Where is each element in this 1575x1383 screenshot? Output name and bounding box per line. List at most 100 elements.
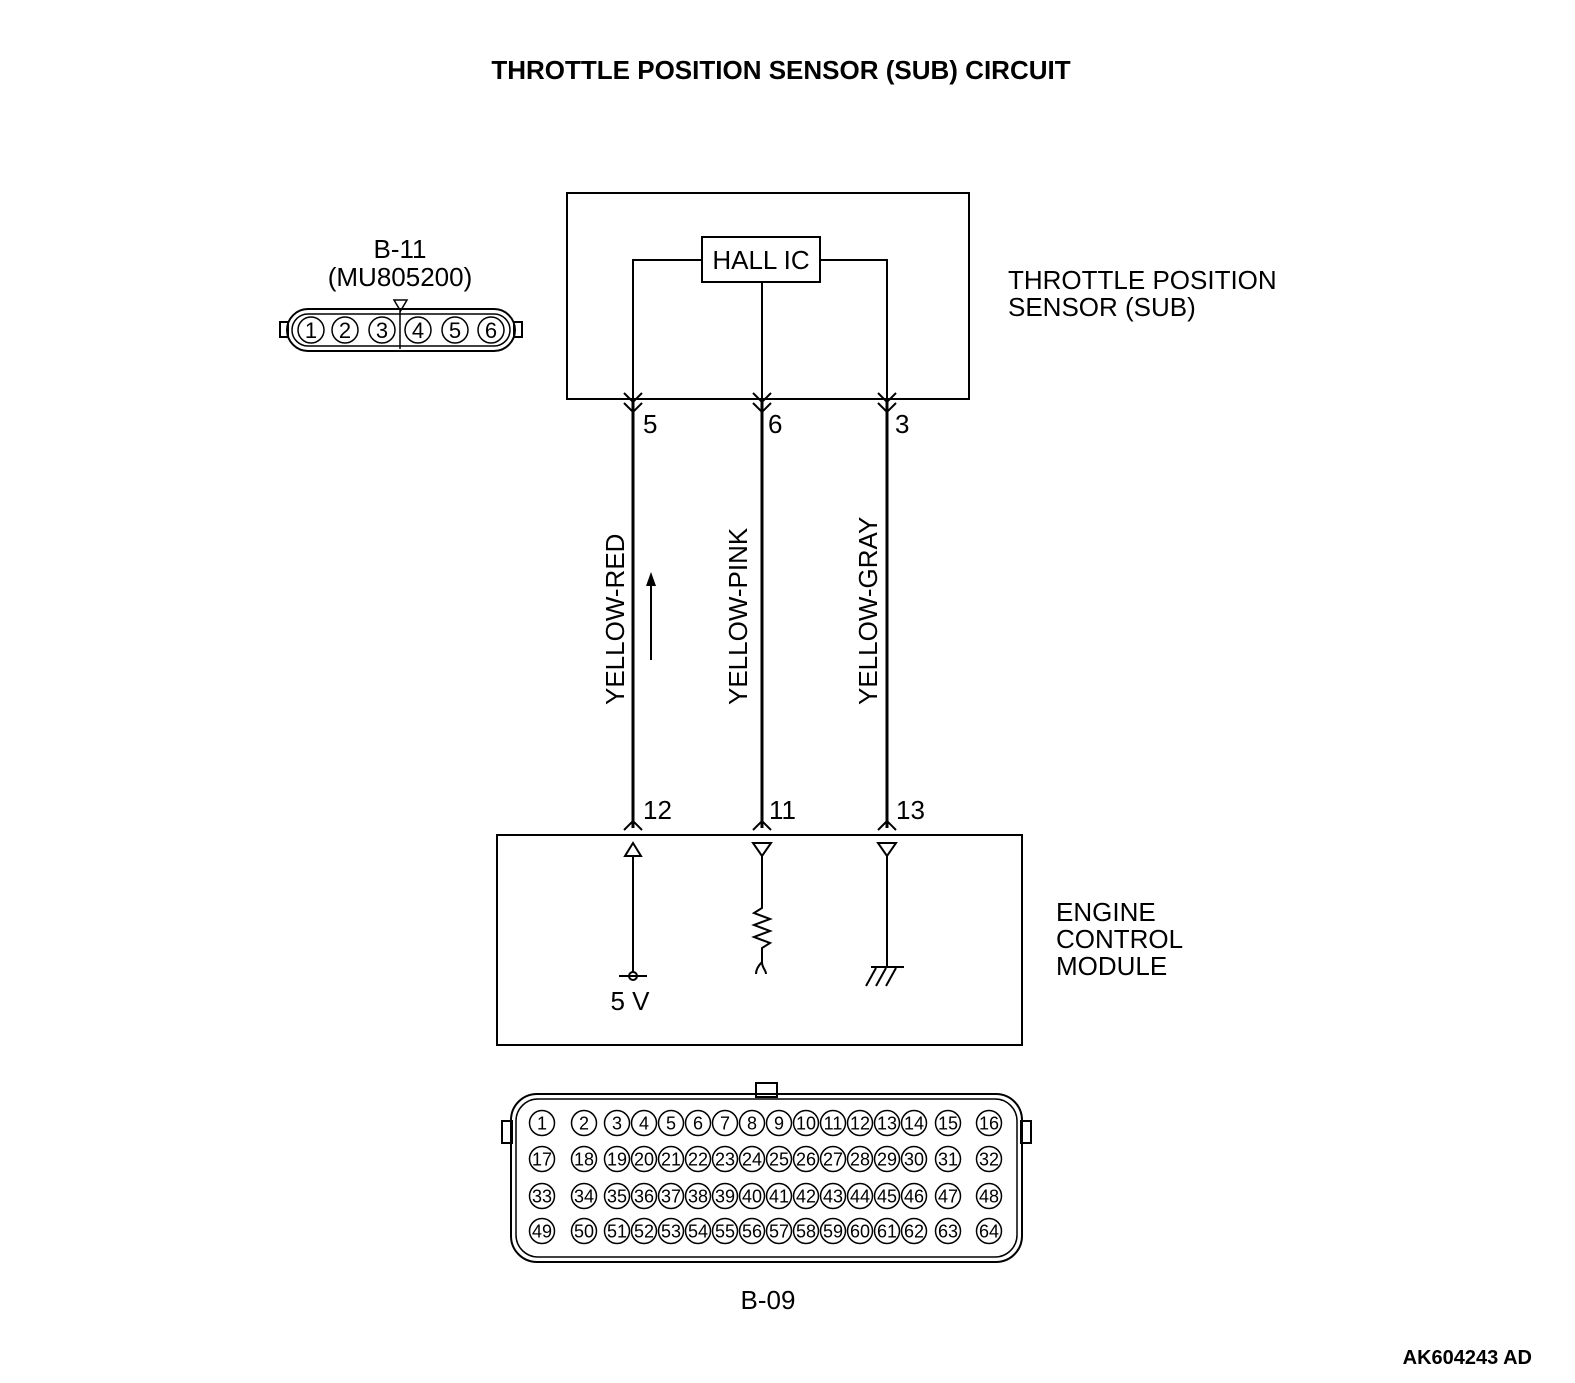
b11-pin-5-label: 5 — [449, 318, 461, 343]
b11-pin-6-label: 6 — [485, 318, 497, 343]
b09-pin-11-cavity — [819, 1109, 847, 1137]
b09-pin-41-label: 41 — [769, 1186, 789, 1206]
b09-pin-6-cavity — [684, 1109, 712, 1137]
b09-pin-8: 8 — [738, 1109, 766, 1137]
b09-pin-32: 32 — [975, 1145, 1003, 1173]
b09-pin-44: 44 — [846, 1182, 874, 1210]
b09-pin-31-cavity — [934, 1145, 962, 1173]
b09-pin-3-cavity — [603, 1109, 631, 1137]
b09-pin-11: 11 — [819, 1109, 847, 1137]
b09-pin-23-label: 23 — [715, 1149, 735, 1169]
b09-pin-35-cavity — [603, 1182, 631, 1210]
b09-pin-7-cavity — [711, 1109, 739, 1137]
b09-pin-53-cavity — [657, 1217, 685, 1245]
b09-pin-15: 15 — [934, 1109, 962, 1137]
b09-pin-61-label: 61 — [877, 1221, 897, 1241]
b09-pin-6-label: 6 — [693, 1113, 703, 1133]
b09-pin-34-label: 34 — [574, 1186, 594, 1206]
b09-pin-60-cavity — [846, 1217, 874, 1245]
b09-pin-9-label: 9 — [774, 1113, 784, 1133]
b09-pin-30-label: 30 — [904, 1149, 924, 1169]
sensor-pin-5: 5 — [643, 409, 657, 439]
b09-pin-39-cavity — [711, 1182, 739, 1210]
b09-pin-55-label: 55 — [715, 1221, 735, 1241]
ecm-input-11-arrow-icon — [751, 842, 773, 858]
b09-pin-47-label: 47 — [938, 1186, 958, 1206]
b09-pin-27: 27 — [819, 1145, 847, 1173]
b11-pin-2-cavity — [331, 316, 359, 344]
b09-pin-51-label: 51 — [607, 1221, 627, 1241]
b09-pin-4-cavity — [630, 1109, 658, 1137]
b09-pin-23-cavity — [711, 1145, 739, 1173]
b09-pin-52-label: 52 — [634, 1221, 654, 1241]
b09-pin-3: 3 — [603, 1109, 631, 1137]
b09-pin-56-label: 56 — [742, 1221, 762, 1241]
b09-pin-46-cavity — [900, 1182, 928, 1210]
b09-pin-53: 53 — [657, 1217, 685, 1245]
b09-pin-33: 33 — [528, 1182, 556, 1210]
connector-b11-inner — [291, 313, 511, 347]
b09-pin-33-label: 33 — [532, 1186, 552, 1206]
b09-pin-43-cavity — [819, 1182, 847, 1210]
b09-pin-29-label: 29 — [877, 1149, 897, 1169]
wire-label-yellow-red: YELLOW-RED — [600, 534, 630, 705]
b09-pin-22-label: 22 — [688, 1149, 708, 1169]
b09-pin-30-cavity — [900, 1145, 928, 1173]
b11-pin-3-cavity — [368, 316, 396, 344]
b11-pin-1-cavity — [297, 316, 325, 344]
b09-pin-52-cavity — [630, 1217, 658, 1245]
b09-pin-5-cavity — [657, 1109, 685, 1137]
b09-pin-3-label: 3 — [612, 1113, 622, 1133]
b09-pin-45-label: 45 — [877, 1186, 897, 1206]
b09-pin-34: 34 — [570, 1182, 598, 1210]
b09-pin-15-cavity — [934, 1109, 962, 1137]
b09-pin-16-cavity — [975, 1109, 1003, 1137]
b09-pin-26-label: 26 — [796, 1149, 816, 1169]
b09-pin-49: 49 — [528, 1217, 556, 1245]
b09-pin-63-label: 63 — [938, 1221, 958, 1241]
b11-pin-5-cavity — [441, 316, 469, 344]
sensor-pin-6: 6 — [768, 409, 782, 439]
b09-pin-11-label: 11 — [824, 1113, 843, 1133]
ecm-input-13-arrow-icon — [876, 842, 898, 858]
b09-pin-51: 51 — [603, 1217, 631, 1245]
b09-pin-16-label: 16 — [979, 1113, 999, 1133]
b09-pin-43: 43 — [819, 1182, 847, 1210]
connector-b09-id: B-09 — [741, 1285, 796, 1315]
b09-pin-40-label: 40 — [742, 1186, 762, 1206]
connector-b09-key — [755, 1082, 778, 1098]
ecm-label-line1: ENGINE — [1056, 897, 1156, 927]
b09-pin-54-cavity — [684, 1217, 712, 1245]
b09-pin-42-cavity — [792, 1182, 820, 1210]
b09-pin-8-cavity — [738, 1109, 766, 1137]
b09-pin-38-cavity — [684, 1182, 712, 1210]
b09-pin-32-cavity — [975, 1145, 1003, 1173]
b09-pin-63-cavity — [934, 1217, 962, 1245]
wire-label-yellow-pink: YELLOW-PINK — [723, 527, 753, 705]
b09-pin-17-cavity — [528, 1145, 556, 1173]
connector-b09-inner — [515, 1098, 1018, 1258]
figure-code: AK604243 AD — [1403, 1347, 1532, 1369]
b09-pin-13-cavity — [873, 1109, 901, 1137]
b09-pin-39: 39 — [711, 1182, 739, 1210]
b09-pin-57-cavity — [765, 1217, 793, 1245]
b09-pin-16: 16 — [975, 1109, 1003, 1137]
b09-pin-36: 36 — [630, 1182, 658, 1210]
b09-pin-47: 47 — [934, 1182, 962, 1210]
b09-pin-51-cavity — [603, 1217, 631, 1245]
b09-pin-2: 2 — [570, 1109, 598, 1137]
b09-pin-7-label: 7 — [720, 1113, 730, 1133]
b09-pin-48-label: 48 — [979, 1186, 999, 1206]
b09-pin-27-label: 27 — [823, 1149, 843, 1169]
b09-pin-24-cavity — [738, 1145, 766, 1173]
resistor-tail — [755, 961, 767, 975]
b09-pin-6: 6 — [684, 1109, 712, 1137]
b09-pin-58-cavity — [792, 1217, 820, 1245]
b09-pin-17: 17 — [528, 1145, 556, 1173]
b09-pin-22: 22 — [684, 1145, 712, 1173]
b09-pin-35-label: 35 — [607, 1186, 627, 1206]
b09-pin-39-label: 39 — [715, 1186, 735, 1206]
